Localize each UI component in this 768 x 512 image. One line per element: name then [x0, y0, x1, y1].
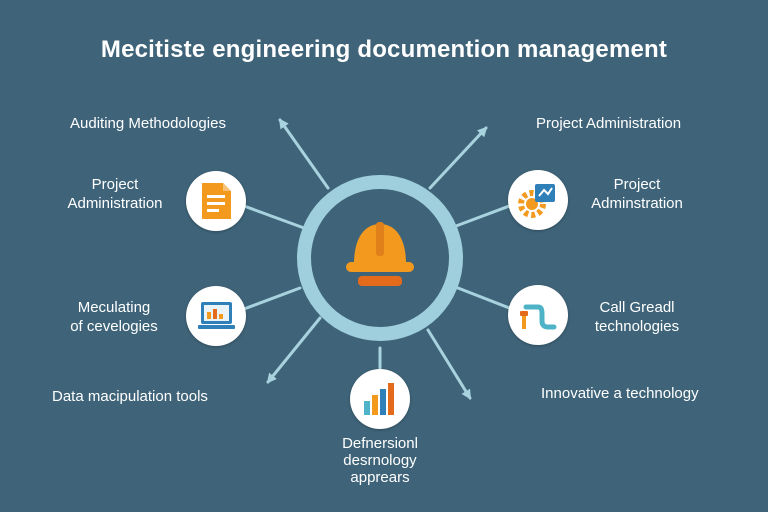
label-auditing-methodologies: Auditing Methodologies: [70, 115, 226, 132]
gear-monitor-icon: [518, 184, 555, 218]
label-line: Adminstration: [591, 195, 683, 212]
label-defnersionl-desrnology: Defnersionl desrnology apprears: [320, 435, 440, 486]
document-icon: [202, 183, 231, 219]
node-pipe-tool: [508, 285, 568, 345]
label-project-administration-left: Project Administration: [60, 175, 170, 213]
label-line: Defnersionl: [342, 435, 418, 452]
node-laptop-chart: [186, 286, 246, 346]
label-line: Call Greadl: [599, 299, 675, 316]
label-data-macipulation-tools: Data macipulation tools: [52, 388, 208, 405]
node-document: [186, 171, 246, 231]
arrow-bottom-right: [426, 328, 472, 400]
label-line: desrnology: [343, 452, 417, 469]
arrow-top-right: [428, 126, 488, 190]
label-project-administration-top: Project Administration: [536, 115, 682, 132]
connector-low-left: [242, 286, 302, 311]
hard-hat-icon: [346, 222, 414, 286]
label-meculating-of-cevelogies: Meculating of cevelogies: [58, 298, 170, 336]
page-title: Mecitiste engineering documention manage…: [100, 36, 668, 63]
label-line: Project: [613, 176, 661, 193]
label-line: Project: [91, 176, 139, 193]
label-line: technologies: [594, 318, 680, 335]
label-call-greadl-technologies: Call Greadl technologies: [584, 298, 690, 336]
label-line: apprears: [350, 469, 410, 486]
label-project-adminstration-right: Project Adminstration: [582, 175, 692, 213]
node-gear-monitor: [508, 170, 568, 230]
label-line: Administration: [67, 195, 163, 212]
arrow-bottom-left: [266, 316, 322, 384]
connector-mid-left: [242, 204, 306, 230]
arrow-top-left: [278, 118, 330, 190]
hub-ring: [297, 175, 463, 341]
label-innovative-a-technology: Innovative a technology: [541, 385, 699, 402]
bar-chart-icon: [364, 383, 394, 415]
pipe-tool-icon: [520, 304, 557, 330]
laptop-chart-icon: [198, 302, 235, 329]
node-bar-chart: [350, 369, 410, 429]
connector-mid-right: [454, 203, 514, 228]
connector-low-right: [456, 286, 514, 311]
label-line: Meculating: [77, 299, 151, 316]
label-line: of cevelogies: [70, 318, 158, 335]
